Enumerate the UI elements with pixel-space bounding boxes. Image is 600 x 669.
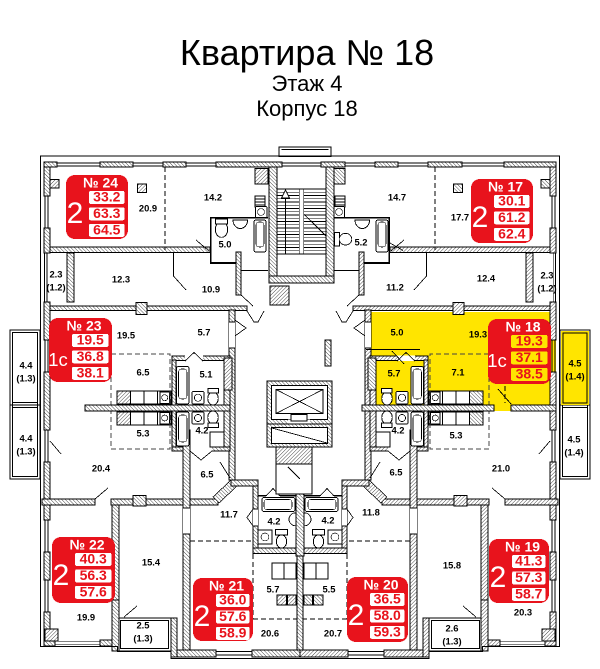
svg-text:57.6: 57.6 [219,608,246,624]
svg-text:4.2: 4.2 [391,425,404,436]
svg-text:56.3: 56.3 [80,567,107,583]
svg-text:№ 17: № 17 [488,179,523,195]
svg-text:40.3: 40.3 [80,550,107,566]
svg-text:58.0: 58.0 [374,607,401,623]
svg-text:20.6: 20.6 [261,628,279,639]
svg-text:Этаж 4: Этаж 4 [272,71,343,96]
svg-text:5.1: 5.1 [199,369,212,380]
svg-text:41.3: 41.3 [515,552,542,568]
svg-text:(1.2): (1.2) [537,283,556,294]
svg-text:(1.3): (1.3) [16,446,35,457]
svg-text:2.3: 2.3 [49,269,62,280]
svg-text:36.8: 36.8 [77,348,104,364]
svg-text:2: 2 [472,201,489,234]
svg-text:4.2: 4.2 [267,516,280,527]
svg-text:11.8: 11.8 [362,507,380,518]
svg-text:2: 2 [67,197,84,230]
svg-text:5.7: 5.7 [266,584,279,595]
svg-text:(1.3): (1.3) [16,373,35,384]
svg-text:58.9: 58.9 [219,624,246,640]
svg-text:№ 18: № 18 [505,319,540,335]
svg-text:36.5: 36.5 [374,590,401,606]
svg-text:№ 21: № 21 [209,578,244,594]
svg-text:2.5: 2.5 [136,620,149,631]
svg-text:5.3: 5.3 [449,430,462,441]
svg-text:7.1: 7.1 [451,367,464,378]
svg-text:(1.3): (1.3) [442,636,461,647]
svg-text:12.4: 12.4 [477,273,496,284]
svg-text:20.9: 20.9 [139,203,157,214]
svg-text:4.4: 4.4 [19,433,33,444]
svg-text:63.3: 63.3 [93,205,120,221]
svg-text:Квартира № 18: Квартира № 18 [180,32,434,73]
svg-text:№ 20: № 20 [363,577,398,593]
svg-text:20.4: 20.4 [92,463,111,474]
svg-text:57.6: 57.6 [80,583,107,599]
svg-text:6.5: 6.5 [389,467,402,478]
svg-text:64.5: 64.5 [93,221,120,237]
svg-text:4.5: 4.5 [568,358,581,369]
svg-text:57.3: 57.3 [515,569,542,585]
svg-text:59.3: 59.3 [374,623,401,639]
svg-text:5.5: 5.5 [322,584,335,595]
svg-text:5.2: 5.2 [354,237,367,248]
svg-text:62.4: 62.4 [498,225,525,241]
svg-text:19.5: 19.5 [77,331,104,347]
svg-text:37.1: 37.1 [516,349,543,365]
svg-text:36.0: 36.0 [219,591,246,607]
svg-text:11.7: 11.7 [220,509,238,520]
svg-text:4.2: 4.2 [321,515,334,526]
svg-text:№ 23: № 23 [66,318,101,334]
svg-text:38.5: 38.5 [516,365,543,381]
svg-text:№ 19: № 19 [505,539,540,555]
svg-text:2: 2 [53,559,70,592]
svg-text:4.2: 4.2 [195,425,208,436]
svg-text:19.5: 19.5 [117,330,135,341]
svg-text:Корпус 18: Корпус 18 [256,96,358,121]
svg-text:№ 24: № 24 [83,175,118,191]
svg-text:33.2: 33.2 [93,188,120,204]
svg-text:61.2: 61.2 [498,209,525,225]
svg-text:11.2: 11.2 [386,282,404,293]
svg-text:6.5: 6.5 [136,367,149,378]
svg-text:10.9: 10.9 [202,284,220,295]
svg-text:14.7: 14.7 [388,192,406,203]
svg-text:2: 2 [490,561,507,594]
svg-text:(1.4): (1.4) [564,447,583,458]
svg-text:12.3: 12.3 [112,274,130,285]
svg-text:(1.4): (1.4) [565,371,584,382]
svg-text:4.5: 4.5 [567,434,580,445]
svg-text:38.1: 38.1 [77,364,104,380]
svg-text:6.5: 6.5 [200,469,213,480]
svg-text:№ 22: № 22 [69,537,104,553]
svg-text:2.6: 2.6 [445,623,458,634]
svg-text:5.3: 5.3 [136,428,149,439]
svg-text:4.4: 4.4 [19,360,33,371]
svg-text:19.3: 19.3 [469,329,487,340]
svg-text:14.2: 14.2 [204,192,222,203]
svg-text:20.7: 20.7 [324,628,342,639]
svg-text:5.7: 5.7 [387,368,400,379]
svg-text:15.8: 15.8 [443,560,461,571]
svg-text:5.0: 5.0 [218,239,231,250]
svg-text:21.0: 21.0 [492,463,510,474]
svg-text:58.7: 58.7 [515,585,542,601]
svg-text:(1.3): (1.3) [133,633,152,644]
svg-text:5.7: 5.7 [197,327,210,338]
svg-text:20.3: 20.3 [514,607,532,618]
svg-text:1с: 1с [487,350,507,371]
svg-text:2.3: 2.3 [540,270,553,281]
svg-text:19.3: 19.3 [516,332,543,348]
svg-text:17.7: 17.7 [451,212,469,223]
svg-text:1с: 1с [48,349,68,370]
svg-text:2: 2 [348,599,365,632]
svg-text:15.4: 15.4 [142,557,161,568]
svg-text:5.0: 5.0 [390,327,403,338]
svg-text:(1.2): (1.2) [46,282,65,293]
svg-text:2: 2 [194,600,211,633]
svg-text:19.9: 19.9 [77,612,95,623]
svg-text:30.1: 30.1 [498,192,525,208]
